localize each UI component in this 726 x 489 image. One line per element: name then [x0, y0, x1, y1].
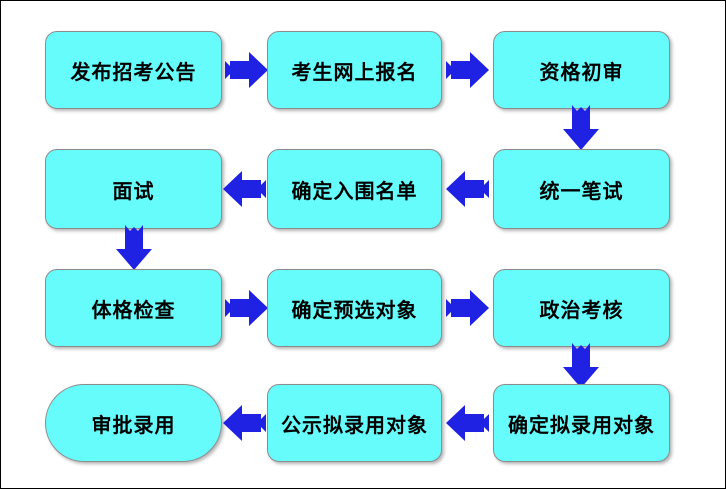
flow-node-label: 发布招考公告 [70, 61, 197, 84]
flow-node-written-exam[interactable]: 统一笔试 [493, 149, 670, 229]
flow-node-publish-announcement[interactable]: 发布招考公告 [45, 31, 222, 109]
arrow-left-n10-n11 [446, 402, 490, 444]
flow-node-shortlist[interactable]: 确定入围名单 [267, 149, 442, 229]
arrow-left-n5-n6 [223, 168, 267, 210]
flow-node-label: 面试 [112, 180, 155, 203]
flow-node-label: 统一笔试 [539, 180, 624, 203]
flow-node-publicize-candidates[interactable]: 公示拟录用对象 [267, 384, 442, 462]
arrow-down-n3-n4 [560, 105, 602, 150]
flow-node-label: 确定入围名单 [291, 180, 418, 203]
flow-node-political-assessment[interactable]: 政治考核 [493, 269, 670, 347]
flow-node-label: 体格检查 [91, 299, 176, 322]
flow-node-online-registration[interactable]: 考生网上报名 [267, 31, 442, 109]
arrow-right-n8-n9 [446, 287, 490, 329]
arrow-down-n6-n7 [113, 225, 155, 270]
flow-node-label: 考生网上报名 [291, 61, 418, 84]
flow-node-confirm-candidates[interactable]: 确定拟录用对象 [493, 384, 670, 462]
flow-node-label: 资格初审 [539, 61, 624, 84]
flow-node-label: 政治考核 [539, 299, 624, 322]
arrow-right-n2-n3 [446, 49, 490, 91]
flow-node-label: 审批录用 [91, 414, 176, 437]
flow-node-qualification-review[interactable]: 资格初审 [493, 31, 670, 109]
arrow-right-n1-n2 [225, 49, 269, 91]
flow-node-interview[interactable]: 面试 [45, 149, 222, 229]
flow-node-physical-examination[interactable]: 体格检查 [45, 269, 222, 347]
flow-node-preselected-candidates[interactable]: 确定预选对象 [267, 269, 442, 347]
flow-node-label: 公示拟录用对象 [281, 414, 428, 437]
flow-node-label: 确定拟录用对象 [508, 414, 655, 437]
arrow-left-n11-n12 [223, 402, 267, 444]
arrow-down-n9-n10 [560, 343, 602, 388]
flow-node-label: 确定预选对象 [291, 299, 418, 322]
arrow-left-n4-n5 [446, 168, 490, 210]
flow-node-approval-hiring[interactable]: 审批录用 [45, 384, 222, 462]
arrow-right-n7-n8 [225, 287, 269, 329]
